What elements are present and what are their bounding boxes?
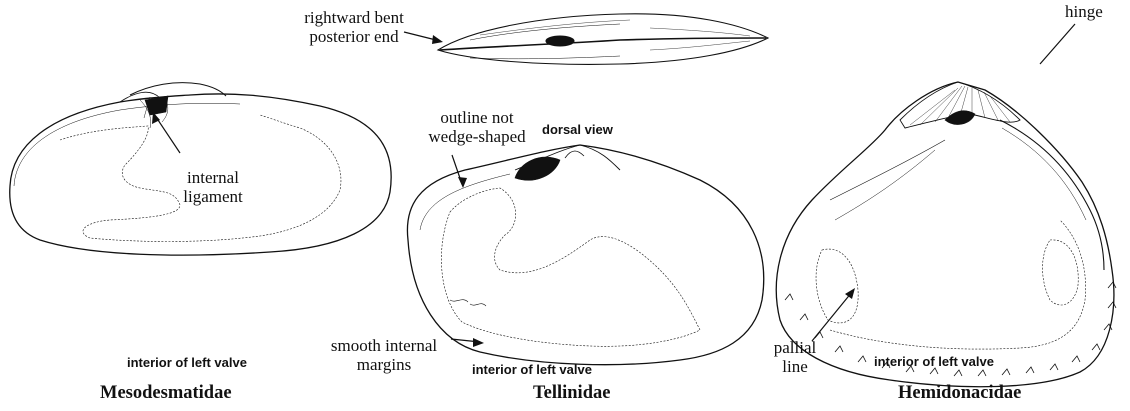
hemidonacidae-view-caption: interior of left valve <box>874 355 994 370</box>
internal-margins-callout: smooth internal margins <box>318 336 450 374</box>
dorsal-posterior-callout: rightward bent posterior end <box>304 8 404 46</box>
hinge-callout: hinge <box>1065 2 1103 21</box>
dorsal-view-shell <box>438 14 768 65</box>
tellinidae-view-caption: interior of left valve <box>472 363 592 378</box>
hinge-callout-arrow <box>1040 24 1075 64</box>
mesodesmatidae-family-name: Mesodesmatidae <box>100 383 232 404</box>
hemidonacidae-shell <box>776 82 1116 387</box>
pallial-line-callout: pallial line <box>770 338 820 376</box>
tellinidae-family-name: Tellinidae <box>533 383 610 404</box>
dorsal-callout-arrow <box>404 32 443 44</box>
hemidonacidae-family-name: Hemidonacidae <box>898 383 1021 404</box>
dorsal-view-caption: dorsal view <box>542 123 613 138</box>
internal-ligament-callout: internal ligament <box>168 168 258 206</box>
mesodesmatidae-view-caption: interior of left valve <box>127 356 247 371</box>
outline-shape-callout: outline not wedge-shaped <box>424 108 530 146</box>
